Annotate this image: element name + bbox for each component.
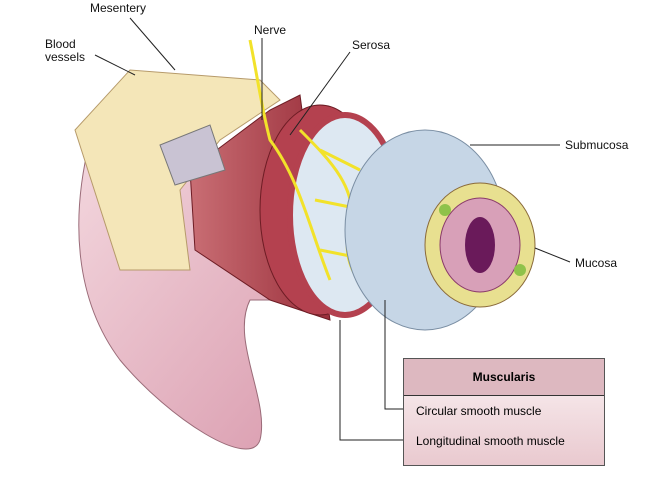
label-serosa: Serosa bbox=[352, 38, 391, 52]
label-mesentery: Mesentery bbox=[90, 1, 147, 15]
label-mucosa: Mucosa bbox=[575, 256, 618, 270]
muscularis-legend: Muscularis Circular smooth muscle Longit… bbox=[403, 358, 605, 466]
leader-lines bbox=[94, 17, 571, 441]
label-blood-vessels: Blood vessels bbox=[45, 37, 86, 64]
legend-title: Muscularis bbox=[404, 359, 604, 396]
gland bbox=[514, 264, 526, 276]
legend-item-circular: Circular smooth muscle bbox=[416, 404, 542, 418]
label-nerve: Nerve bbox=[254, 23, 287, 37]
label-submucosa: Submucosa bbox=[565, 138, 629, 152]
lumen bbox=[465, 217, 495, 273]
gland bbox=[439, 204, 451, 216]
serosa-flap bbox=[159, 124, 226, 186]
legend-item-longitudinal: Longitudinal smooth muscle bbox=[416, 434, 565, 448]
